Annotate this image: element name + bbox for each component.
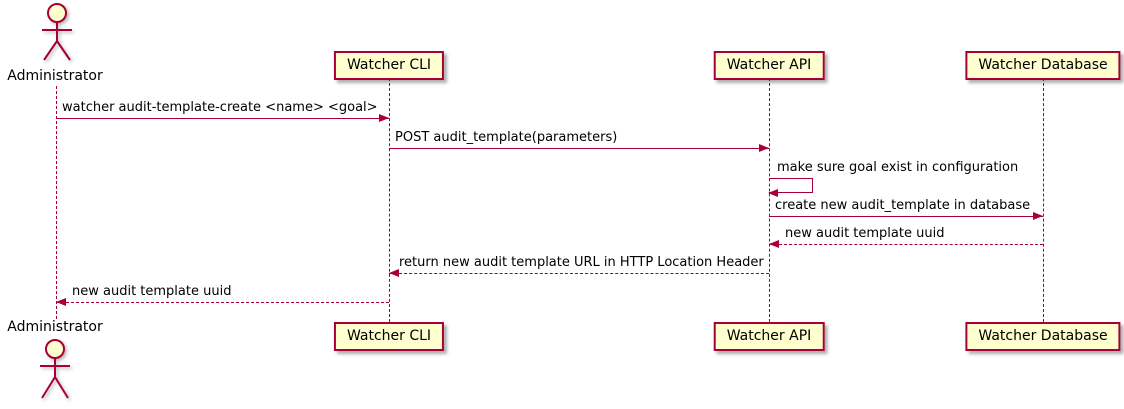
participant-box-watcher-database-bottom: Watcher Database	[965, 322, 1121, 351]
message-label: create new audit_template in database	[775, 198, 1031, 213]
message-label: new audit template uuid	[72, 284, 232, 299]
message-return-uuid-to-api: new audit template uuid	[769, 226, 1043, 248]
actor-label-bottom: Administrator	[7, 319, 103, 335]
actor-stick-figure-icon	[42, 3, 72, 61]
arrowhead-left-icon	[768, 189, 778, 197]
message-arrow-line	[389, 144, 769, 152]
message-audit-template-create: watcher audit-template-create <name> <go…	[56, 100, 389, 122]
message-label: POST audit_template(parameters)	[395, 130, 618, 145]
message-post-audit-template: POST audit_template(parameters)	[389, 130, 769, 152]
message-arrow-line	[769, 240, 1043, 248]
actor-stick-figure-bottom-icon	[40, 339, 70, 399]
self-loop-arrow	[768, 178, 813, 197]
actor-label: Administrator	[7, 68, 103, 84]
lifeline-administrator	[56, 86, 57, 319]
message-label: return new audit template URL in HTTP Lo…	[399, 255, 764, 270]
message-self-check-goal: make sure goal exist in configuration	[768, 160, 1019, 197]
message-return-uuid-to-admin: new audit template uuid	[56, 284, 389, 306]
message-return-url-location-header: return new audit template URL in HTTP Lo…	[389, 255, 769, 277]
arrowhead-right-icon	[1033, 212, 1043, 220]
participant-box-watcher-cli-bottom: Watcher CLI	[333, 322, 445, 351]
message-label: make sure goal exist in configuration	[777, 160, 1019, 175]
message-create-audit-template: create new audit_template in database	[769, 198, 1043, 220]
message-arrow-line	[56, 114, 389, 122]
arrowhead-left-icon	[56, 298, 66, 306]
message-label: watcher audit-template-create <name> <go…	[62, 100, 378, 115]
participant-box-watcher-database: Watcher Database	[965, 51, 1121, 80]
participant-box-watcher-cli: Watcher CLI	[333, 51, 445, 80]
lifeline-watcher-cli	[389, 78, 390, 322]
arrowhead-left-icon	[389, 269, 399, 277]
lifeline-watcher-api	[769, 78, 770, 322]
message-arrow-line	[56, 298, 389, 306]
message-arrow-line	[389, 269, 769, 277]
participant-box-watcher-api-bottom: Watcher API	[713, 322, 825, 351]
message-label: new audit template uuid	[785, 226, 945, 241]
participant-box-watcher-api: Watcher API	[713, 51, 825, 80]
lifeline-watcher-database	[1043, 78, 1044, 322]
message-arrow-line	[769, 212, 1043, 220]
arrowhead-right-icon	[759, 144, 769, 152]
arrowhead-left-icon	[769, 240, 779, 248]
arrowhead-right-icon	[379, 114, 389, 122]
